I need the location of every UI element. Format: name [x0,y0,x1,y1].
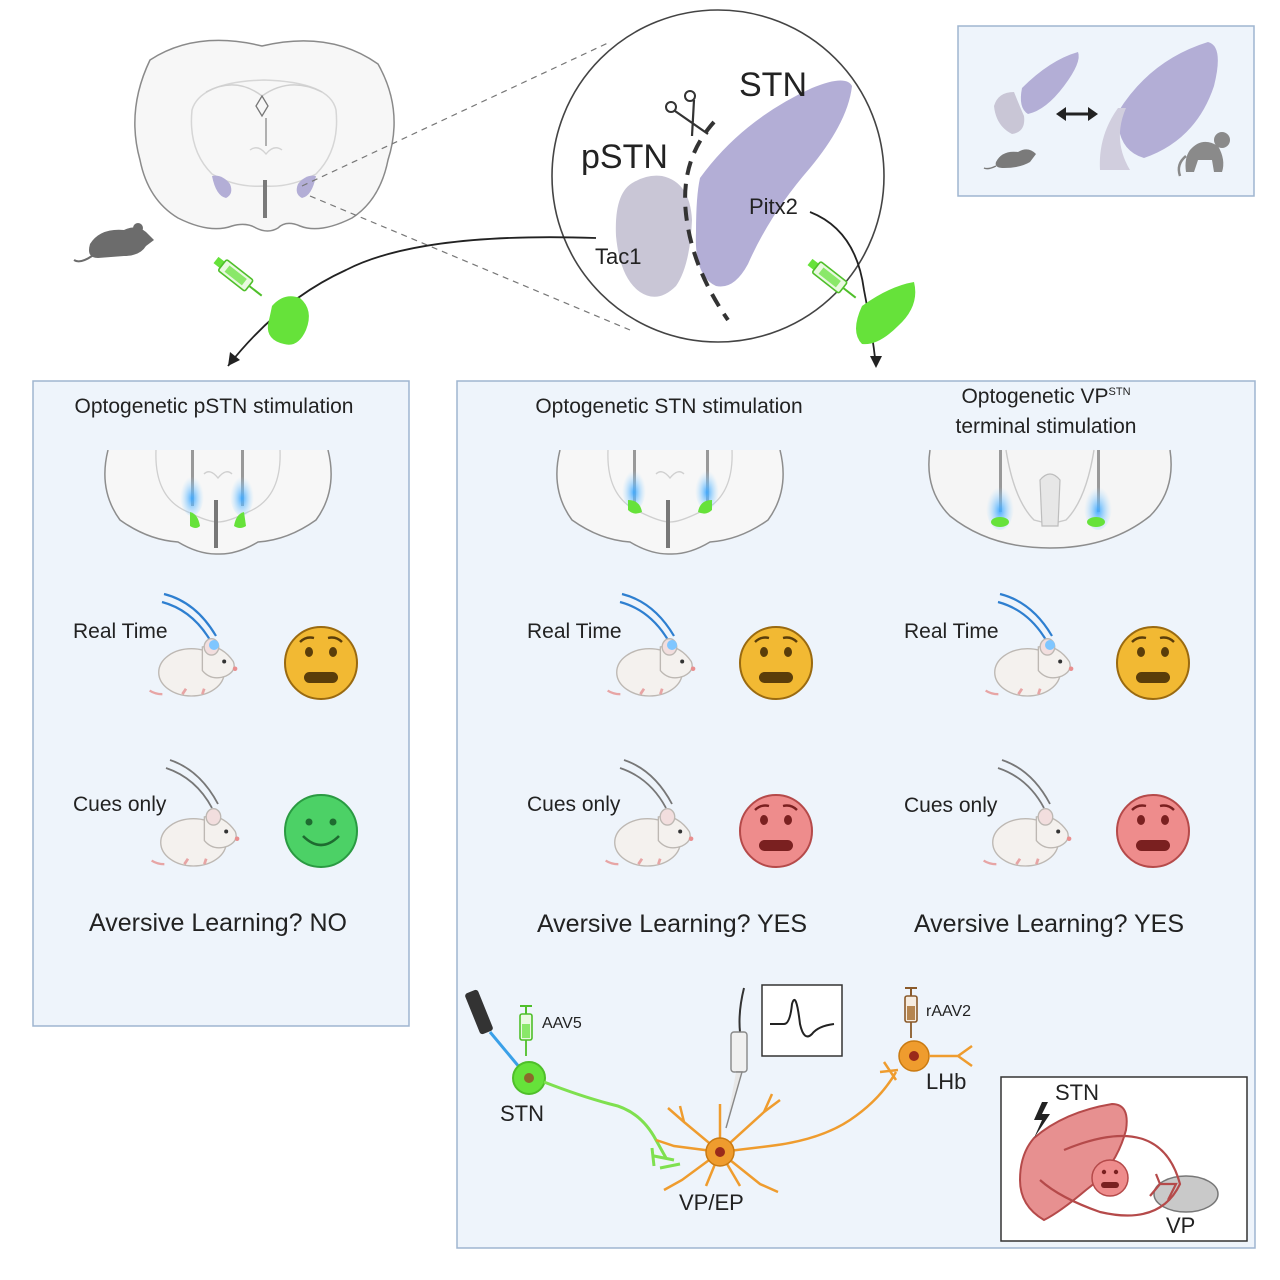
panel-pstn-cues-label: Cues only [73,793,167,816]
zoom-pitx2-label: Pitx2 [749,194,798,219]
circuit-stn-label: STN [500,1101,544,1126]
panel-stn-conclusion: Aversive Learning? YES [536,910,808,938]
mouse-stn-shape [1020,52,1079,114]
brain-section-vp [928,449,1172,549]
brain-section-stn [556,450,784,555]
zoom-circle [551,9,885,343]
panel-pstn-realtime-label: Real Time [73,620,168,643]
zoom-pstn-label: pSTN [581,138,668,176]
worried-face-yellow-1 [284,626,358,700]
mouse-realtime-1 [148,592,239,698]
mouse-realtime-2 [606,592,697,698]
panel-stn-realtime-label: Real Time [527,620,622,643]
vp-ep-label: VP/EP [679,1190,744,1215]
small-mouse-icon [983,149,1036,170]
panel-stn-title: Optogenetic STN stimulation [535,395,803,418]
scissors-icon [665,90,709,137]
happy-face-green [284,794,358,868]
inset-vp-label: VP [1166,1213,1196,1238]
primate-pstn-shape [1099,108,1130,170]
species-comparison-box [957,25,1255,197]
stn-left-small [212,175,232,198]
worried-face-red-2 [739,794,813,868]
raav2-label: rAAV2 [926,1003,972,1020]
pstn-region [615,175,692,297]
stn-region [695,80,852,287]
virus-blob-left [267,296,309,345]
panel-vp-title-sup: STN [1108,386,1131,398]
mouse-silhouette-icon [73,223,154,263]
worried-face-yellow-2 [739,626,813,700]
syringe-left-icon [213,256,263,297]
panel-vp-cues-label: Cues only [904,794,998,817]
worried-face-yellow-3 [1116,626,1190,700]
panel-vp-conclusion: Aversive Learning? YES [913,910,1185,938]
lhb-neuron [879,1040,973,1081]
panel-vp-title-line1: Optogenetic VPSTN [961,385,1130,409]
mouse-realtime-3 [984,592,1075,698]
inset-stn-shape [1018,1102,1128,1222]
tac1-arrowhead [228,352,240,366]
syringe-aav5-icon [519,1005,533,1056]
zoom-tac1-label: Tac1 [595,244,642,269]
zoom-line-upper [301,41,611,187]
laser-fiber-icon [465,989,522,1069]
inset-stn-label: STN [1055,1080,1099,1105]
double-arrow-icon [1056,107,1098,121]
zoom-stn-label: STN [739,66,807,104]
panel-vp-realtime-label: Real Time [904,620,999,643]
inset-red-face [1091,1159,1129,1197]
stn-right-small [296,175,316,198]
syringe-raav2-icon [904,987,918,1038]
panel-stn-cues-label: Cues only [527,793,621,816]
panel-vp-title-line2: terminal stimulation [955,415,1137,438]
syringe-right-icon [807,258,857,299]
mouse-cues-3 [982,759,1073,868]
inset-vp-shape [1153,1175,1219,1213]
brain-section-pstn [104,450,332,555]
panel-vp-title-main: Optogenetic VP [961,385,1109,408]
lightning-icon [1034,1102,1050,1138]
panel-pstn-conclusion: Aversive Learning? NO [88,909,348,937]
stn-vp-inset [1000,1076,1248,1242]
spike-trace-box [761,984,843,1057]
pitx2-arrowhead [870,356,882,368]
vp-ep-neuron [655,1071,898,1194]
zoom-line-lower [309,195,631,331]
mouse-brain-section [134,39,395,232]
panel-pstn-title: Optogenetic pSTN stimulation [74,395,354,418]
recording-electrode-icon [725,987,748,1129]
virus-blob-right [856,282,916,345]
cut-line [683,120,730,322]
monkey-icon [1177,132,1230,177]
stn-neuron [512,1061,681,1170]
lhb-label: LHb [926,1069,967,1094]
mouse-cues-2 [604,759,695,868]
worried-face-red-3 [1116,794,1190,868]
aav5-label: AAV5 [542,1015,582,1032]
mouse-pstn-shape [994,92,1025,134]
tac1-arrow-line [227,236,597,367]
primate-stn-shape [1117,42,1218,158]
mouse-cues-1 [150,759,241,868]
